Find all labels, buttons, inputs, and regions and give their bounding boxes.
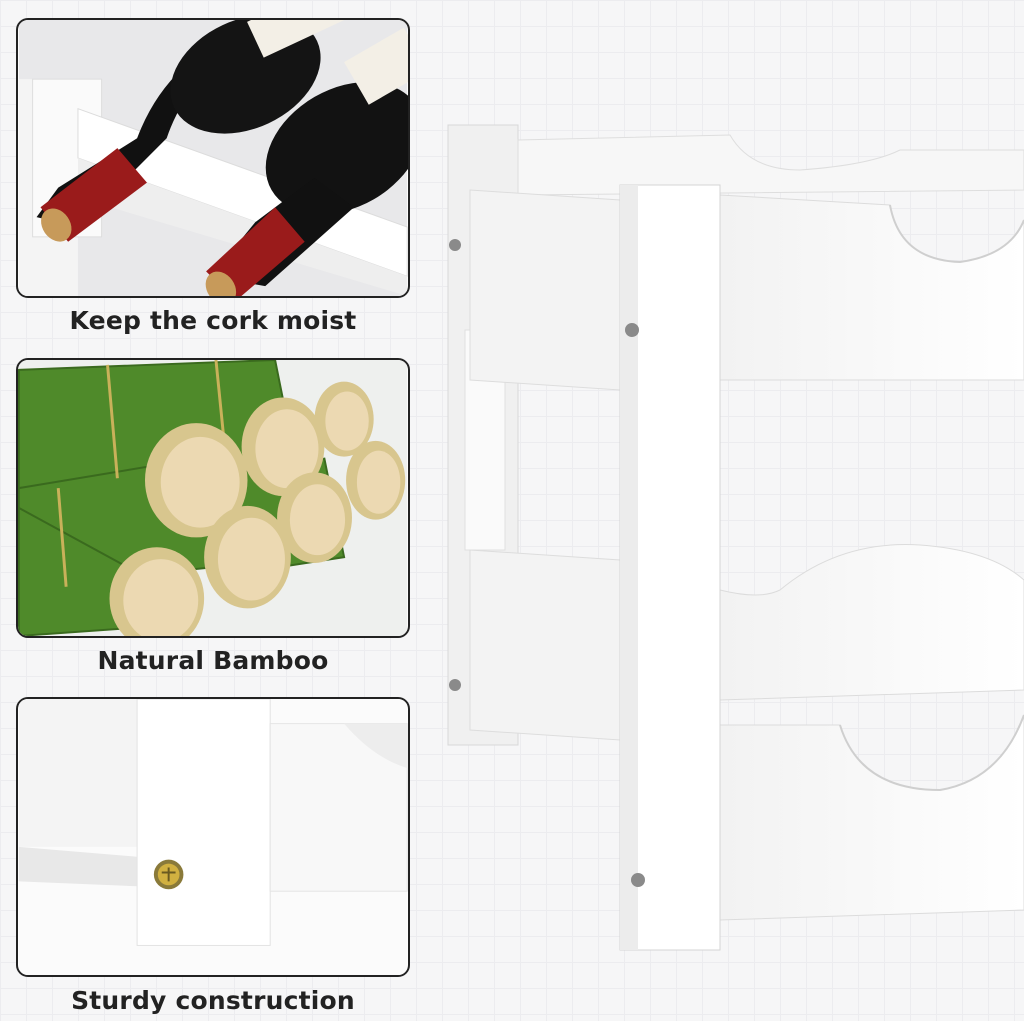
hero-wine-rack-image — [420, 0, 1024, 1021]
screw-joint-illustration — [18, 699, 408, 975]
bamboo-tube-openings — [109, 381, 406, 636]
caption-keep-cork-moist: Keep the cork moist — [69, 306, 357, 335]
bamboo-illustration — [18, 360, 408, 636]
wine-bottle-2 — [205, 27, 408, 296]
feature-image-screw-joint — [16, 697, 410, 977]
wine-bottles-illustration — [18, 20, 408, 296]
wine-bottle-1 — [36, 20, 398, 242]
feature-image-bamboo — [16, 358, 410, 638]
caption-natural-bamboo: Natural Bamboo — [97, 646, 329, 675]
feature-image-wine-bottles — [16, 18, 410, 298]
screw-icon — [153, 859, 184, 890]
wine-rack-illustration — [447, 124, 1024, 951]
caption-sturdy-construction: Sturdy construction — [71, 986, 355, 1015]
rack-screws — [449, 239, 645, 887]
